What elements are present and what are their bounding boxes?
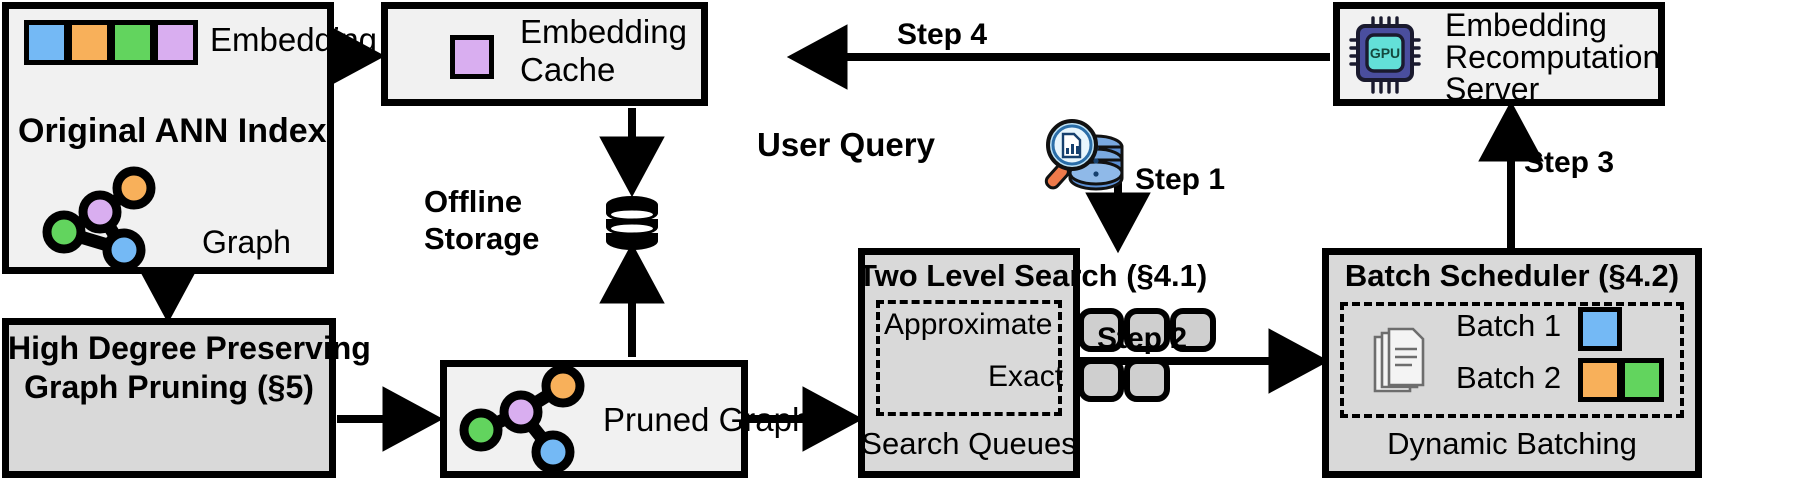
user-query-label: User Query — [757, 126, 935, 163]
two-level-search-title: Two Level Search (§4.1) — [858, 258, 1208, 293]
batch-scheduler-title: Batch Scheduler (§4.2) — [1344, 258, 1680, 293]
embedding-vector-cell-3 — [153, 20, 198, 65]
search-row-label-exact: Exact — [988, 360, 1064, 393]
recomputation-server-line3: Server — [1445, 71, 1540, 107]
batch-1-label: Batch 1 — [1456, 308, 1562, 343]
batch-1-chip-0 — [1578, 307, 1622, 351]
search-queue-slot-exact-0[interactable] — [1078, 358, 1124, 402]
pruned-graph-label: Pruned Graph — [603, 401, 811, 438]
offline-storage-line2: Storage — [424, 221, 540, 256]
step2-label: Step 2 — [1097, 322, 1188, 355]
search-queues-footer: Search Queues — [861, 426, 1077, 461]
dynamic-batching-footer: Dynamic Batching — [1387, 426, 1637, 461]
step3-label: Step 3 — [1524, 146, 1615, 179]
recomputation-server-line2: Recomputation — [1445, 39, 1661, 75]
embedding-cache-title-line2: Cache — [520, 51, 616, 88]
embedding-cache-box — [381, 2, 708, 106]
embedding-vector-cell-2 — [110, 20, 155, 65]
search-queue-slot-approx-0[interactable] — [1078, 308, 1124, 352]
graph-pruning-line2: Graph Pruning (§5) — [24, 369, 314, 405]
original-ann-index-title: Original ANN Index — [18, 112, 327, 150]
embedding-vector-cell-0 — [24, 20, 69, 65]
two-level-search-box — [858, 248, 1080, 478]
embedding-vector-cell-1 — [67, 20, 112, 65]
embedding-label: Embedding — [210, 21, 377, 58]
graph-label: Graph — [202, 224, 291, 260]
graph-pruning-box — [2, 318, 336, 478]
search-queue-slot-exact-1[interactable] — [1124, 358, 1170, 402]
step4-label: Step 4 — [897, 18, 988, 51]
search-queues-dashed-region — [876, 300, 1062, 416]
search-queue-slot-approx-2[interactable] — [1170, 308, 1216, 352]
recomputation-server-line1: Embedding — [1445, 7, 1607, 43]
batch-2-chip-1 — [1620, 358, 1664, 402]
dynamic-batching-dashed-region — [1340, 302, 1684, 418]
search-row-label-approximate: Approximate — [884, 308, 1053, 341]
batch-2-label: Batch 2 — [1456, 360, 1562, 395]
offline-storage-line1: Offline — [424, 184, 523, 219]
graph-pruning-line1: High Degree Preserving — [8, 330, 371, 366]
step1-label: Step 1 — [1135, 163, 1226, 196]
search-queue-slot-approx-1[interactable] — [1124, 308, 1170, 352]
batch-2-chip-0 — [1578, 358, 1622, 402]
embedding-cache-title-line1: Embedding — [520, 13, 687, 50]
embedding-cache-chip-icon — [450, 35, 494, 79]
